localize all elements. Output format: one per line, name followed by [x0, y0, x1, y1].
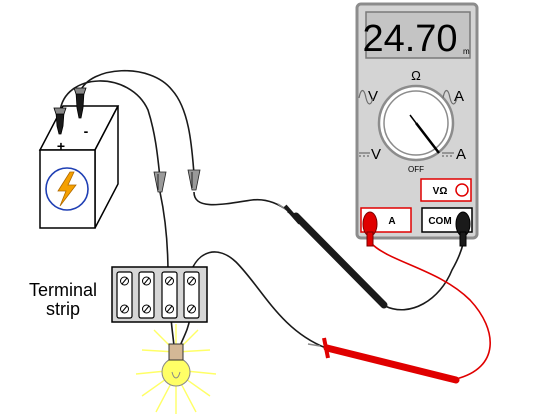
battery: + - [38, 105, 120, 229]
wire-clip2-to-black-probe [193, 191, 291, 213]
red-probe [307, 337, 460, 384]
black-probe [277, 203, 388, 309]
jack-volt-ohm-socket [455, 183, 469, 197]
clip-mid-2 [187, 169, 201, 191]
ac-wave-icon [442, 89, 458, 105]
terminal-strip-label-line1: Terminal [29, 280, 97, 300]
lamp-icon [135, 324, 217, 414]
wire-black-probe-lead [384, 243, 464, 311]
alligator-clip-icon [53, 87, 87, 135]
alligator-clip-icon [153, 169, 201, 193]
wire-red-probe-lead [371, 243, 491, 380]
wire-battery-neg-to-clip2 [79, 69, 195, 175]
dial-label-vdc: V [371, 146, 381, 163]
terminal-slots [116, 271, 200, 319]
battery-pos-label: + [57, 138, 65, 154]
test-probe-icon [277, 203, 460, 384]
jack-com-label: COM [428, 216, 451, 227]
lcd-display [365, 11, 471, 59]
terminal-screws [120, 276, 196, 314]
lightning-bolt-icon [57, 171, 77, 207]
dial-label-ohm: Ω [411, 68, 421, 83]
wire-terminal-to-red-probe [189, 251, 327, 349]
ac-wave-icon [358, 89, 374, 105]
plug-red [362, 211, 378, 247]
dial-label-adc: A [456, 146, 466, 163]
display-unit: m [463, 47, 470, 56]
wires [59, 69, 464, 349]
dial-pointer [415, 122, 440, 154]
lamp-filament [171, 371, 181, 379]
wire-battery-pos-to-clip1 [59, 80, 161, 179]
dial-label-off: OFF [408, 165, 424, 174]
battery-neg-label: - [84, 123, 89, 139]
dial-label-aac: A [454, 88, 464, 105]
display-reading: 24.70 [362, 18, 457, 60]
lamp-bulb [161, 357, 191, 387]
multimeter: 24.70 m Ω V A V A OFF VΩ A COM [355, 2, 479, 240]
lamp-base [168, 343, 184, 361]
dial-label-vac: V [368, 88, 378, 105]
wire-clip1-to-terminal [159, 191, 169, 275]
jack-volt-ohm-label: VΩ [433, 186, 448, 197]
jack-amp-label: A [388, 216, 395, 227]
plug-black [455, 211, 471, 247]
terminal-strip: Terminal strip [29, 266, 208, 323]
terminal-strip-label-line2: strip [46, 299, 80, 319]
clip-mid-1 [153, 171, 167, 193]
